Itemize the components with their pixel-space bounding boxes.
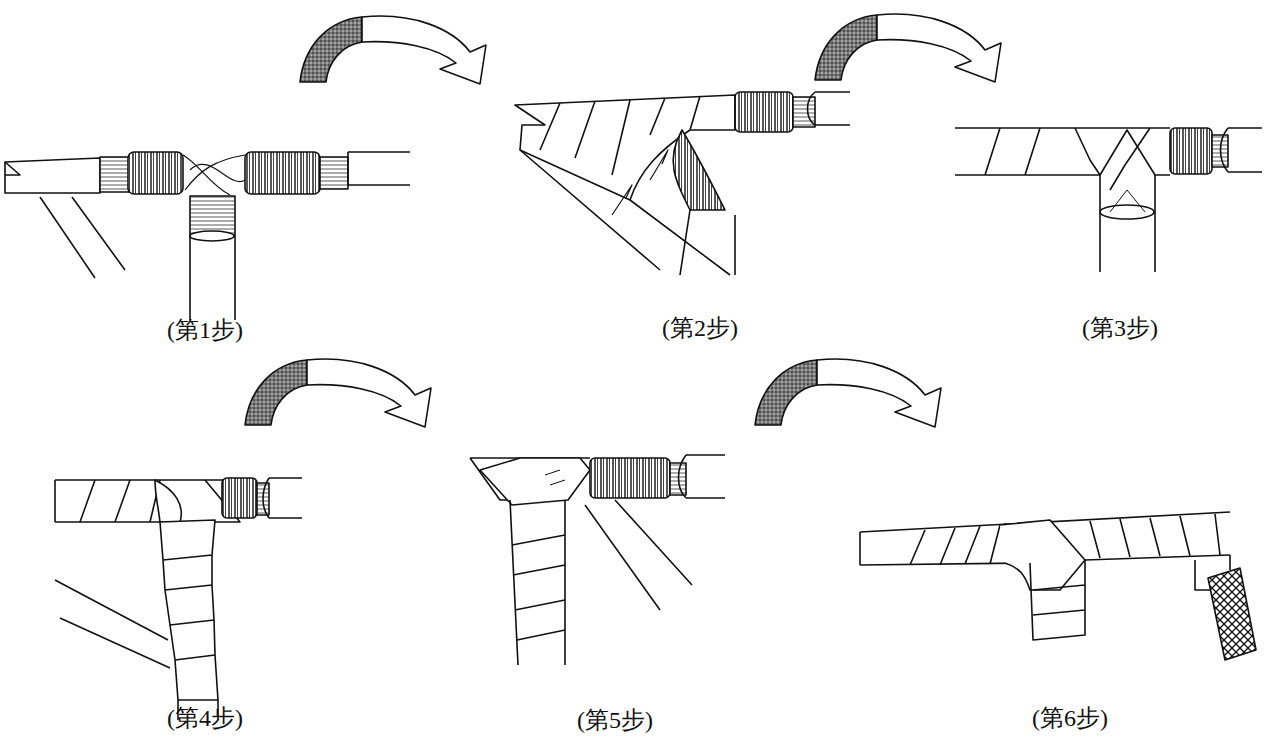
step-label: (第2步) xyxy=(662,314,738,343)
step5-joint xyxy=(470,455,725,665)
step-label: (第3步) xyxy=(1082,314,1158,343)
step2-joint xyxy=(515,92,850,275)
step-label: (第1步) xyxy=(167,316,243,345)
step-label: (第6步) xyxy=(1032,704,1108,733)
step4-joint xyxy=(55,478,302,720)
step6-joint xyxy=(860,512,1256,660)
step-label: (第4步) xyxy=(167,704,243,733)
step3-joint xyxy=(955,128,1262,272)
step-label: (第5步) xyxy=(577,706,653,735)
step-arrow xyxy=(245,14,1001,427)
step1-joint xyxy=(5,152,410,320)
